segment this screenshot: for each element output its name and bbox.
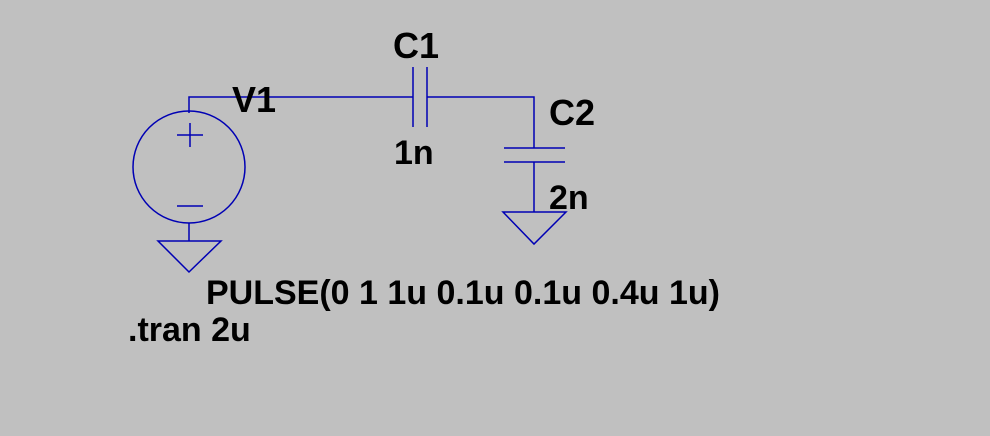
ground-symbol-c2[interactable] [501,211,568,246]
c2-reference-label: C2 [549,92,596,133]
v1-reference-label: V1 [232,79,277,120]
ground-symbol-v1[interactable] [156,240,223,274]
c2-value-label: 2n [549,179,589,217]
v1-value-pulse-label: PULSE(0 1 1u 0.1u 0.1u 0.4u 1u) [206,274,720,312]
spice-directive-tran: .tran 2u [128,311,251,349]
wire-v1-top[interactable] [188,96,413,113]
capacitor-c2[interactable] [504,147,565,163]
c1-reference-label: C1 [393,25,440,66]
capacitor-c1[interactable] [412,67,428,127]
c1-value-label: 1n [394,134,434,172]
wire-c1-c2[interactable] [427,96,535,148]
voltage-source-v1[interactable] [132,110,246,224]
